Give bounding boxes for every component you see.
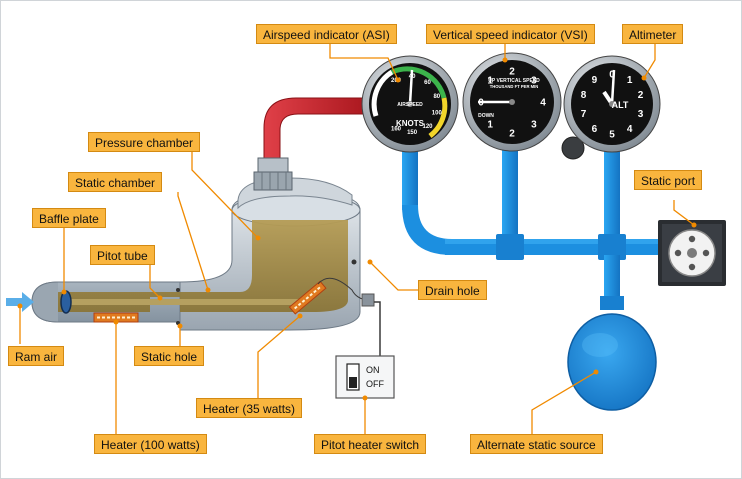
asi-tick-2: 60 bbox=[424, 80, 431, 86]
vsi-number-6: 2 bbox=[509, 129, 515, 140]
vsi-static-drop bbox=[502, 150, 518, 248]
altimeter-number-1: 1 bbox=[627, 75, 633, 86]
vsi-number-3: 3 bbox=[531, 76, 537, 87]
label-vsi: Vertical speed indicator (VSI) bbox=[426, 24, 595, 44]
altimeter-title-label: ALT bbox=[612, 100, 629, 110]
altimeter-number-3: 3 bbox=[638, 109, 644, 120]
alternate-static-source-unit[interactable] bbox=[567, 313, 657, 411]
vsi-number-7: 1 bbox=[487, 119, 493, 130]
asi-tick-5: 120 bbox=[422, 124, 433, 130]
vsi-number-5: 3 bbox=[531, 119, 537, 130]
vsi-subtitle-label: THOUSAND FT PER MIN bbox=[490, 84, 539, 89]
asi-tick-6: 150 bbox=[407, 130, 418, 136]
alt-cross-fitting bbox=[598, 234, 626, 260]
pitot-pressure-line bbox=[253, 97, 373, 191]
vsi-number-4: 4 bbox=[540, 98, 546, 109]
vsi-number-2: 2 bbox=[509, 67, 515, 78]
label-drain-hole: Drain hole bbox=[418, 280, 487, 300]
label-altimeter: Altimeter bbox=[622, 24, 684, 44]
label-static-port: Static port bbox=[634, 170, 703, 190]
vsi-numbers: 01 2 343 2 1 bbox=[478, 67, 546, 140]
altimeter-number-9: 9 bbox=[592, 75, 598, 86]
label-alternate-static-source: Alternate static source bbox=[470, 434, 603, 454]
label-heater-100: Heater (100 watts) bbox=[94, 434, 207, 454]
switch-off-label: OFF bbox=[366, 379, 384, 389]
asi-gauge[interactable]: KNOTS AIRSPEED 200406080100120150160 bbox=[361, 55, 459, 153]
drain-hole-shape bbox=[351, 259, 357, 265]
pitot-housing bbox=[31, 177, 381, 356]
vsi-tee-fitting bbox=[496, 234, 524, 260]
asi-tick-3: 80 bbox=[433, 94, 440, 100]
heater-35w-element bbox=[288, 280, 327, 315]
asi-tick-1: 40 bbox=[409, 74, 416, 80]
switch-on-label: ON bbox=[366, 365, 380, 375]
altimeter-number-7: 7 bbox=[581, 109, 587, 120]
altimeter-number-0: 0 bbox=[609, 70, 615, 81]
label-ram-air: Ram air bbox=[8, 346, 65, 366]
label-asi: Airspeed indicator (ASI) bbox=[256, 24, 397, 44]
asi-static-elbow bbox=[402, 205, 452, 255]
vsi-gauge[interactable]: UP VERTICAL SPEED THOUSAND FT PER MIN DO… bbox=[462, 52, 562, 152]
label-static-chamber: Static chamber bbox=[68, 172, 163, 192]
static-port-unit bbox=[658, 220, 726, 286]
label-heater-35: Heater (35 watts) bbox=[196, 398, 303, 418]
label-pitot-tube: Pitot tube bbox=[90, 245, 155, 265]
altimeter-numbers: 0 12 34 567 89 bbox=[581, 70, 644, 141]
altimeter-gauge[interactable]: ALT 0 12 34 567 89 bbox=[561, 55, 661, 160]
static-hole-upper bbox=[176, 288, 180, 292]
leader-lines bbox=[17, 44, 697, 434]
alt-static-drop bbox=[604, 150, 620, 248]
altimeter-number-6: 6 bbox=[592, 124, 598, 135]
static-lines bbox=[402, 150, 660, 310]
alternate-static-line bbox=[604, 255, 620, 305]
altimeter-number-8: 8 bbox=[581, 90, 587, 101]
label-pitot-heater-switch: Pitot heater switch bbox=[314, 434, 427, 454]
asi-tick-7: 160 bbox=[391, 126, 402, 132]
label-pressure-chamber: Pressure chamber bbox=[88, 132, 201, 152]
asi-unit-label: KNOTS bbox=[396, 119, 425, 128]
altimeter-number-5: 5 bbox=[609, 130, 615, 141]
asi-static-drop bbox=[402, 150, 418, 210]
altimeter-knob[interactable] bbox=[561, 136, 585, 160]
asi-tick-4: 100 bbox=[432, 110, 443, 116]
baffle-plate-shape bbox=[60, 290, 72, 314]
vsi-number-0: 0 bbox=[478, 98, 484, 109]
label-baffle-plate: Baffle plate bbox=[32, 208, 106, 228]
altimeter-number-2: 2 bbox=[638, 90, 644, 101]
heater-wire bbox=[374, 301, 381, 356]
pitot-heater-switch-unit[interactable]: ON OFF bbox=[335, 355, 395, 399]
asi-title-label: AIRSPEED bbox=[397, 102, 423, 108]
heater-connector bbox=[361, 293, 375, 307]
vsi-title-label: UP VERTICAL SPEED bbox=[488, 78, 540, 84]
vsi-down-label: DOWN bbox=[478, 113, 494, 119]
ram-air-arrow bbox=[6, 292, 34, 312]
label-static-hole: Static hole bbox=[134, 346, 205, 366]
vsi-number-1: 1 bbox=[487, 76, 493, 87]
altimeter-number-4: 4 bbox=[627, 124, 633, 135]
